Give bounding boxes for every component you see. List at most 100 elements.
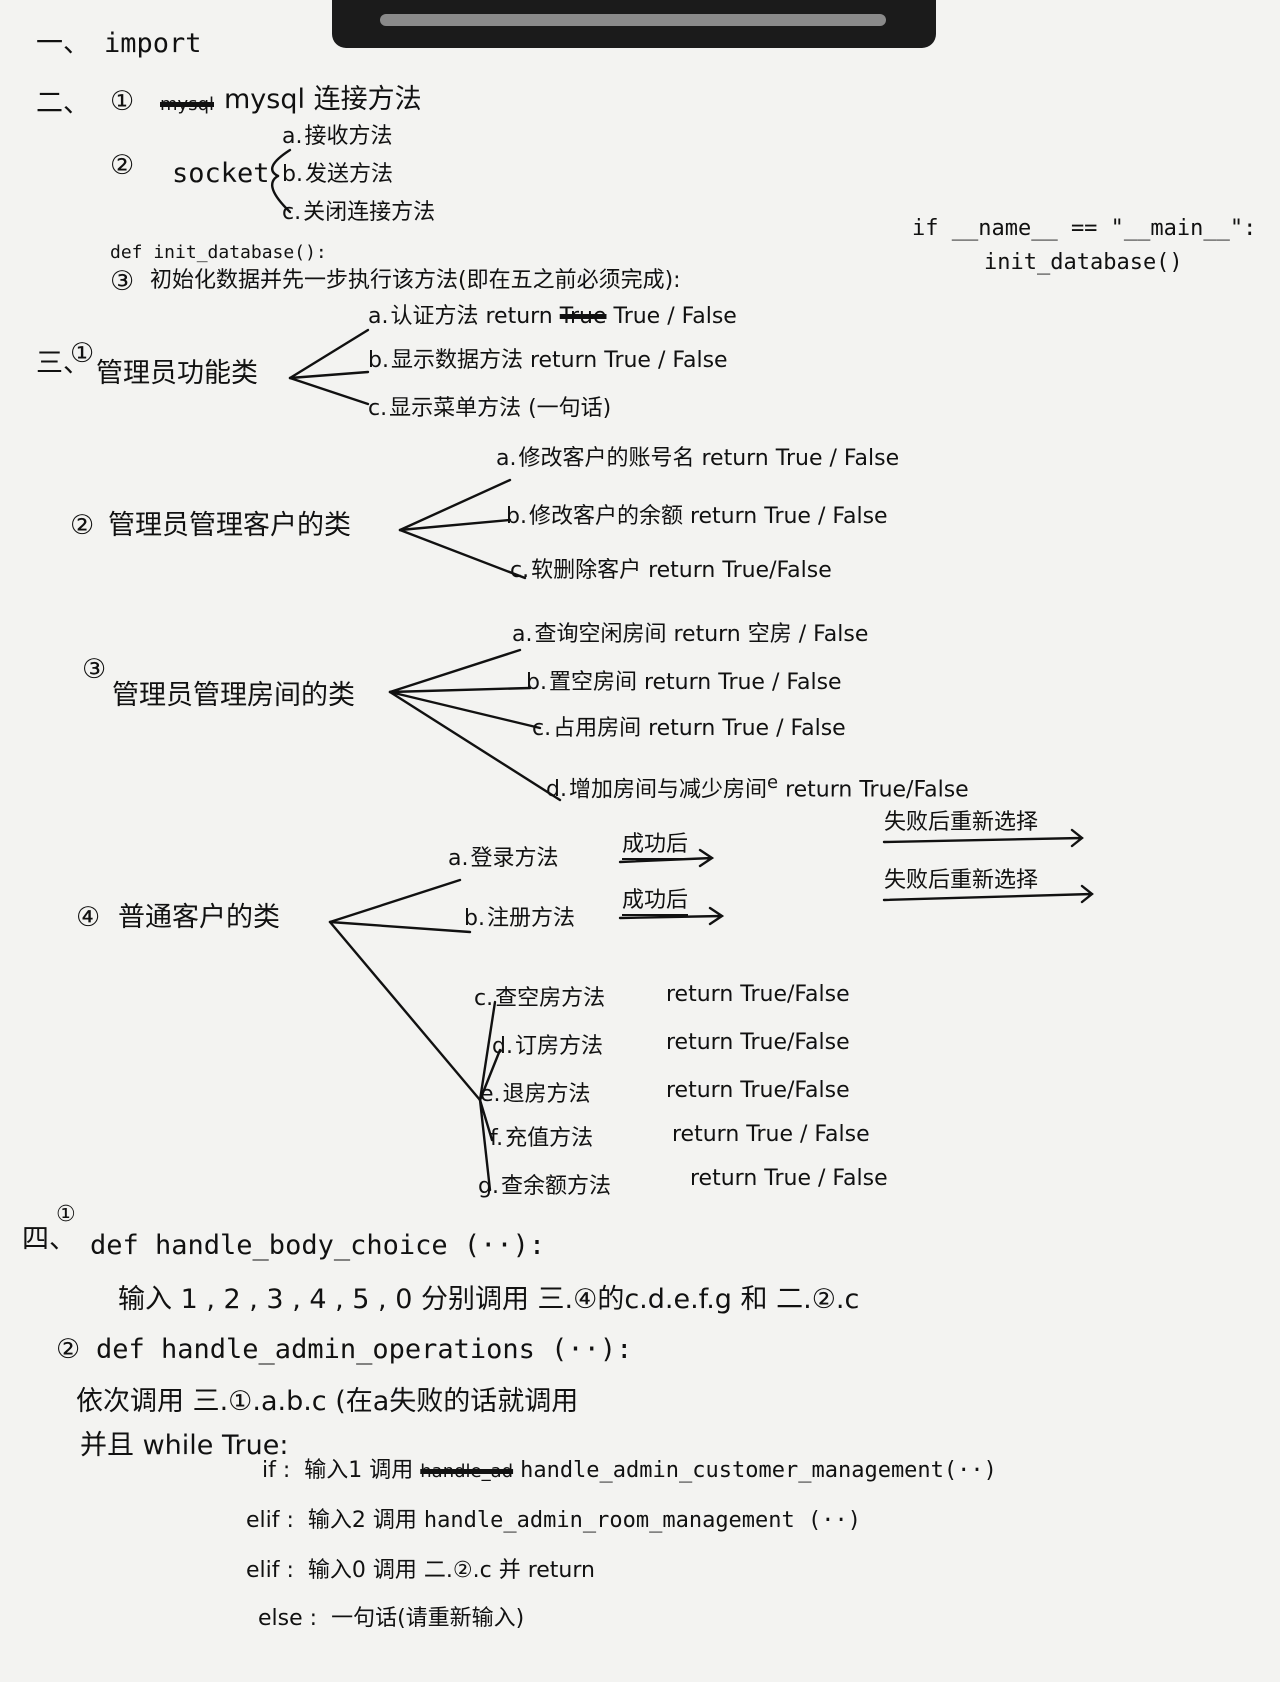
s2-item2-mark: ② [110, 150, 135, 181]
class4-method-g: g.查余额方法 [478, 1176, 611, 1198]
section-3-number: 三、 [36, 348, 90, 379]
ret: return True/False [785, 777, 969, 803]
section-4-number: 四、 [22, 1224, 76, 1255]
class4-auth-b: b.注册方法 [464, 908, 575, 930]
kw: else : [258, 1606, 318, 1631]
tag: b. [464, 906, 485, 931]
class4-auth-a-after: 成功后 [622, 834, 689, 860]
tag: b. [506, 504, 527, 529]
main-call: init_database() [984, 250, 1183, 275]
class3-method-c: c.占用房间 return True / False [532, 718, 846, 740]
class1-method-a: a.认证方法 return True True / False [368, 306, 737, 328]
label: 退房方法 [502, 1082, 591, 1107]
s4-item1-def: def handle_body_choice (··): [90, 1230, 546, 1261]
class3-title: 管理员管理房间的类 [112, 680, 355, 711]
s4-item1-mark: ① [56, 1202, 76, 1227]
section-1-number: 一、 [36, 28, 90, 59]
label: 查询空闲房间 return [534, 622, 741, 647]
class4-method-d-ret: return True/False [666, 1030, 850, 1055]
class2-title: 管理员管理客户的类 [108, 510, 351, 541]
kw: if : [262, 1458, 291, 1483]
socket-branch-a: a.接收方法 [282, 126, 393, 148]
tag: c. [368, 396, 388, 421]
extra: e [766, 772, 779, 793]
tag: a. [512, 622, 533, 647]
class1-method-c: c.显示菜单方法 (一句话) [368, 398, 611, 420]
s4-item2-mark: ② [56, 1334, 81, 1365]
label: 订房方法 [514, 1034, 603, 1059]
class1-method-b: b.显示数据方法 return True / False [368, 350, 728, 372]
tag: b. [526, 670, 547, 695]
label: 查空房方法 [495, 986, 606, 1011]
class4-method-c: c.查空房方法 [474, 988, 605, 1010]
label: 修改客户的账号名 return [518, 446, 769, 471]
class2-method-c: c.软删除客户 return True/False [510, 560, 832, 582]
label: 软删除客户 return [531, 558, 716, 583]
call: handle_admin_customer_management(··) [520, 1458, 997, 1483]
tag: f. [490, 1126, 504, 1151]
class2-mark: ② [70, 510, 95, 541]
socket-branch-c: c.关闭连接方法 [282, 202, 435, 224]
ret: True / False [613, 304, 737, 329]
s4-item2-def: def handle_admin_operations (··): [96, 1334, 633, 1365]
s4-item2-loop: 并且 while True: [80, 1430, 289, 1461]
kw: elif : [246, 1508, 294, 1533]
label: 置空房间 return [548, 670, 712, 695]
class2-method-a: a.修改客户的账号名 return True / False [496, 448, 899, 470]
main-guard: if __name__ == "__main__": [912, 216, 1257, 241]
label: 一句话(请重新输入) [331, 1606, 525, 1631]
class3-note-1: 失败后重新选择 [884, 810, 1039, 835]
label: 登录方法 [470, 846, 559, 871]
call: 二.②.c 并 return [423, 1558, 595, 1583]
class4-mark: ④ [76, 902, 101, 933]
tag: d. [492, 1034, 513, 1059]
class1-title: 管理员功能类 [96, 358, 258, 389]
label: 输入2 调用 [307, 1508, 417, 1533]
crossed: handle_ad [420, 1461, 514, 1482]
class3-method-b: b.置空房间 return True / False [526, 672, 842, 694]
call: handle_admin_room_management (··) [423, 1508, 862, 1533]
branch-elif-2: elif : 输入2 调用 handle_admin_room_manageme… [246, 1510, 861, 1532]
tag: a. [282, 124, 303, 149]
tag: c. [282, 200, 302, 225]
crossed: True [559, 304, 607, 329]
class4-method-e: e.退房方法 [480, 1084, 591, 1106]
class4-title: 普通客户的类 [118, 902, 280, 933]
ret: True / False [722, 716, 846, 741]
tag: c. [532, 716, 552, 741]
clipboard-clip-bar [380, 14, 886, 26]
s4-item1-desc: 输入 1 , 2 , 3 , 4 , 5 , 0 分别调用 三.④的c.d.e.… [118, 1284, 860, 1315]
tag: c. [510, 558, 530, 583]
ret: True/False [722, 558, 832, 583]
ret: True / False [775, 446, 900, 471]
s2-item1-mark: ① [110, 86, 135, 117]
label: 占用房间 return [553, 716, 716, 741]
class4-method-f: f.充值方法 [490, 1128, 593, 1150]
class4-auth-b-after: 成功后 [622, 890, 689, 916]
branch-else: else : 一句话(请重新输入) [258, 1608, 524, 1630]
label: 接收方法 [304, 124, 393, 149]
class3-note-2: 失败后重新选择 [884, 868, 1039, 893]
label: 关闭连接方法 [303, 200, 436, 225]
class3-method-d: d.增加房间与减少房间e return True/False [546, 774, 969, 801]
s2-item2-text: socket [172, 158, 270, 189]
tag: a. [448, 846, 469, 871]
label: 充值方法 [505, 1126, 594, 1151]
class1-mark: ① [70, 338, 95, 369]
class4-auth-a: a.登录方法 [448, 848, 559, 870]
tag: a. [368, 304, 389, 329]
class4-method-f-ret: return True / False [672, 1122, 870, 1147]
branch-if: if : 输入1 调用 handle_ad handle_admin_custo… [262, 1460, 997, 1482]
ret: True / False [718, 670, 842, 695]
class3-mark: ③ [82, 654, 107, 685]
class4-method-g-ret: return True / False [690, 1166, 888, 1191]
label: 查余额方法 [500, 1174, 611, 1199]
tag: a. [496, 446, 517, 471]
tag: b. [282, 162, 303, 187]
tag: g. [478, 1174, 499, 1199]
s2-item3-mark: ③ [110, 266, 135, 297]
tag: c. [474, 986, 494, 1011]
class4-method-d: d.订房方法 [492, 1036, 603, 1058]
